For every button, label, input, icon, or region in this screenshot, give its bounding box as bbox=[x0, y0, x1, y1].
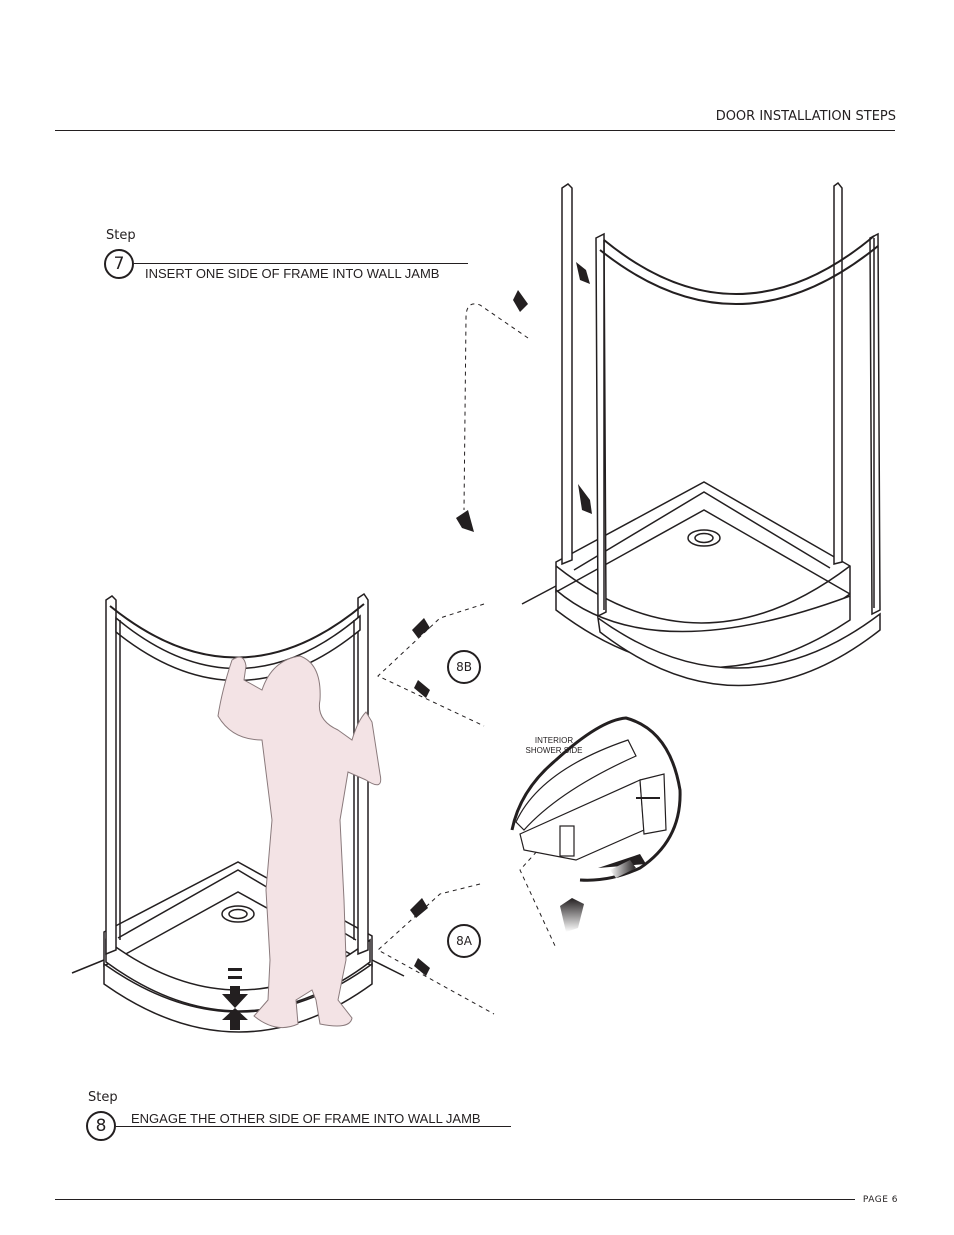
person-figure bbox=[217, 655, 382, 1029]
callout-8a: 8A bbox=[447, 924, 481, 958]
detail-label-line2: SHOWER SIDE bbox=[525, 746, 583, 755]
detail-label: INTERIOR SHOWER SIDE bbox=[514, 736, 594, 756]
step-8-title: ENGAGE THE OTHER SIDE OF FRAME INTO WALL… bbox=[131, 1111, 481, 1126]
header-rule bbox=[55, 130, 895, 131]
step-7-rule bbox=[134, 263, 468, 264]
step-8-rule bbox=[116, 1126, 511, 1127]
page-number: PAGE 6 bbox=[862, 1195, 898, 1205]
callout-arrows bbox=[410, 618, 430, 976]
callout-8b: 8B bbox=[447, 650, 481, 684]
footer-rule bbox=[55, 1199, 855, 1200]
section-title: DOOR INSTALLATION STEPS bbox=[715, 109, 896, 124]
step-7-title: INSERT ONE SIDE OF FRAME INTO WALL JAMB bbox=[145, 266, 440, 281]
detail-view bbox=[510, 716, 682, 932]
step-8-word: Step bbox=[88, 1090, 118, 1105]
step-8-number: 8 bbox=[86, 1111, 116, 1141]
step-7-word: Step bbox=[106, 228, 136, 243]
detail-label-line1: INTERIOR bbox=[534, 736, 574, 745]
enclosure-step7 bbox=[456, 181, 881, 687]
step-7-number: 7 bbox=[104, 249, 134, 279]
